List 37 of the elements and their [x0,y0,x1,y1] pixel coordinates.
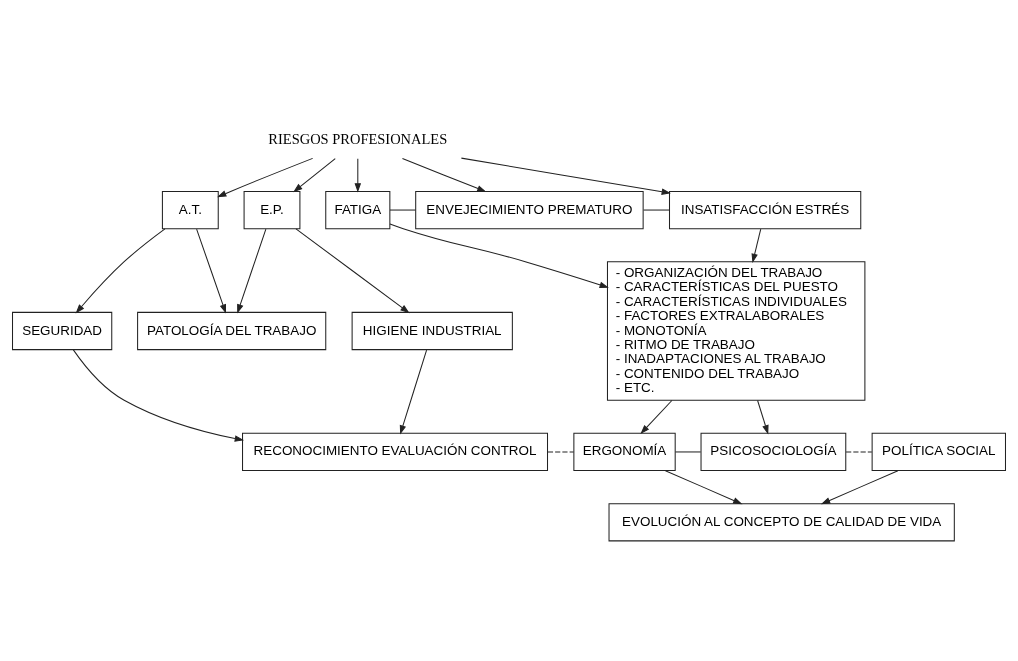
node-box: PATOLOGÍA DEL TRABAJO [137,311,327,350]
node-box: INSATISFACCIÓN ESTRÉS [669,190,862,229]
arrow [72,348,245,442]
node-text: RIESGOS PROFESIONALES [268,130,448,147]
connector [643,209,670,211]
node-box: - ORGANIZACIÓN DEL TRABAJO - CARACTERÍSTICAS DEL PUESTO - CARACTERÍSTICAS INDIVIDUALES - FACTORES EXTRALABORALES - MONOTONÍA - RITMO DE TRABAJO - INADAPTACIONES AL TRABAJO - CONTENIDO DEL TRABAJO - ETC. [606,260,866,401]
arrow [389,222,609,288]
node-box: HIGIENE INDUSTRIAL [351,311,513,350]
node-box: E.P. [243,190,301,229]
connector [674,450,702,452]
node-box: FATIGA [325,190,391,229]
arrow [217,157,314,197]
arrow [293,157,336,192]
node-box: ENVEJECIMIENTO PREMATURO [415,190,644,229]
node-box: RECONOCIMIENTO EVALUACIÓN CONTROL [242,432,549,471]
arrow [751,228,762,263]
arrow [820,469,899,504]
node-box: PSICOSOCIOLOGÍA [700,432,847,471]
arrow [399,349,428,435]
node-box: SEGURIDAD [12,311,113,350]
arrow [196,228,226,314]
node-box: A.T. [161,190,219,229]
arrow [460,157,671,195]
node-box: POLÍTICA SOCIAL [871,432,1006,471]
connector [389,209,417,211]
arrow [640,399,673,434]
connector [845,450,873,452]
arrow [237,228,267,314]
node-box: ERGONOMÍA [573,432,676,471]
arrow [354,157,362,193]
arrow [401,157,487,192]
arrow [75,227,166,314]
arrow [664,469,743,504]
arrow [295,227,410,313]
arrow [757,399,769,434]
connector [547,450,575,452]
node-box: EVOLUCIÓN AL CONCEPTO DE CALIDAD DE VIDA [608,502,955,541]
